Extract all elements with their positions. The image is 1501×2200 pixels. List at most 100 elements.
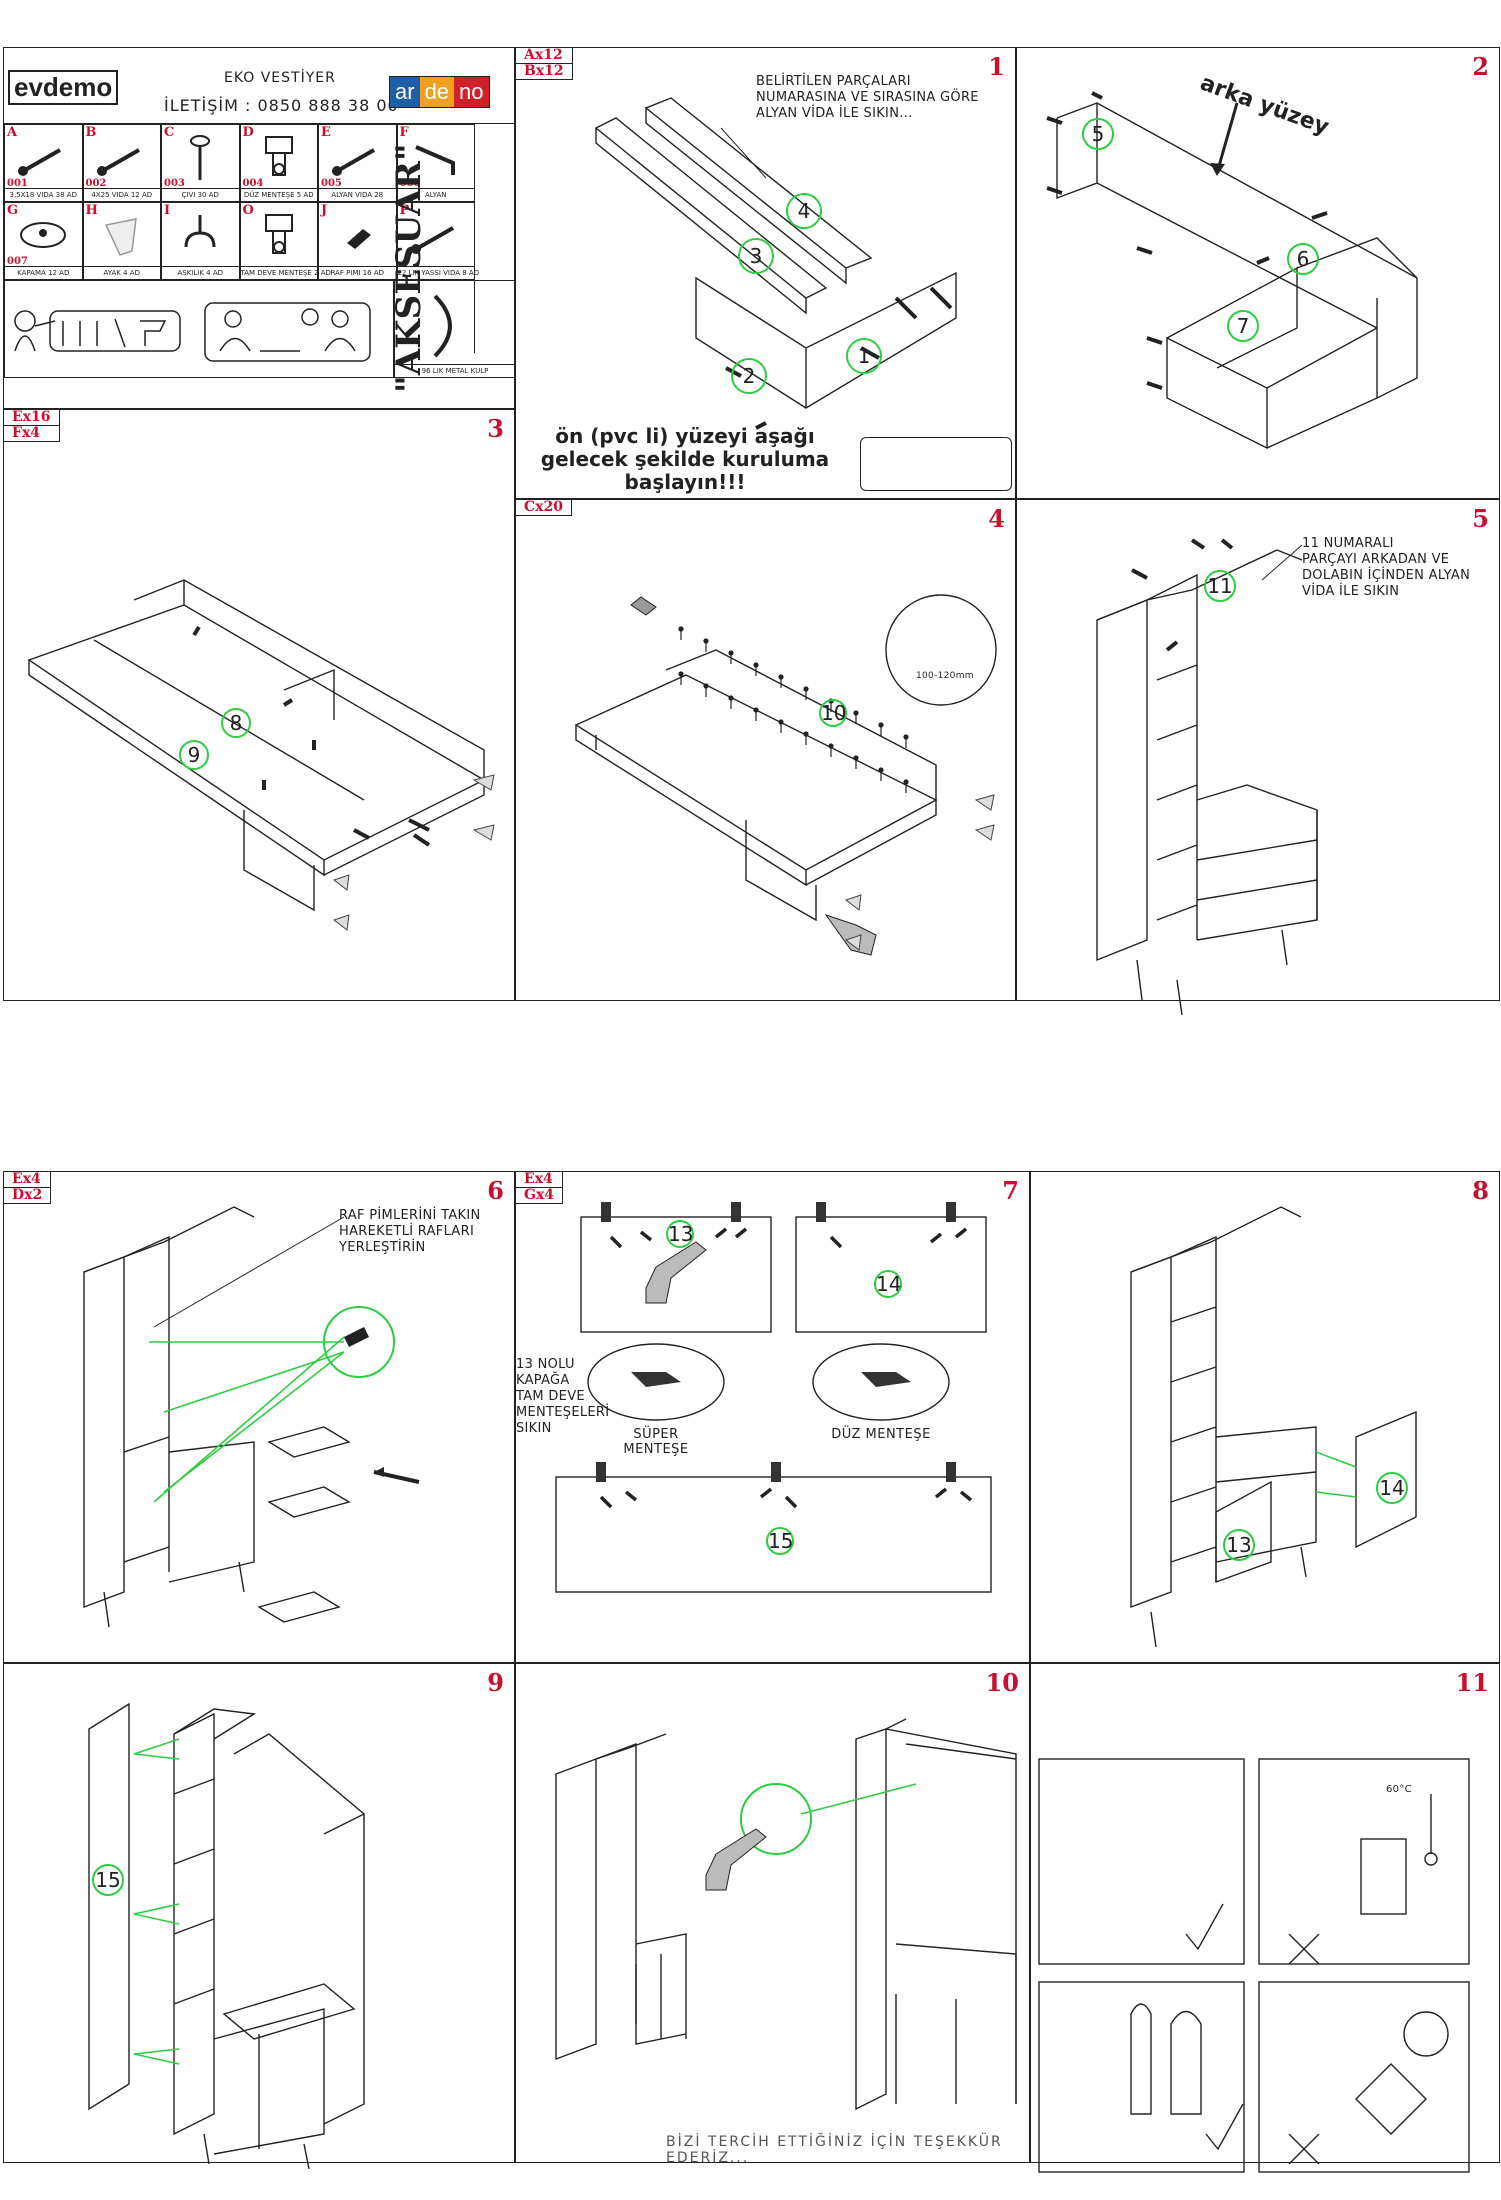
part-screw-icon (332, 148, 375, 176)
step-number: 1 (988, 52, 1005, 81)
step-9-drawing (88, 1702, 366, 2170)
part-name: ÇIVI 30 AD (162, 188, 239, 201)
part-cell-h: H AYAK 4 AD (82, 202, 161, 280)
step-number: 9 (487, 1668, 504, 1697)
part-name: RAF PIMI 16 AD (319, 266, 396, 279)
part-letter: D (242, 125, 254, 140)
part-code: 002 (85, 178, 107, 189)
part-screw-icon (410, 226, 454, 254)
part-name: ASKILIK 4 AD (162, 266, 239, 279)
part-number-8: 8 (221, 708, 251, 738)
step-number: 7 (1002, 1176, 1019, 1205)
brand-logo-evdemo: evdemo (8, 70, 119, 105)
step-4-measure: 100-120mm (916, 671, 974, 681)
step-number: 5 (1472, 504, 1489, 533)
product-name: EKO VESTİYER (224, 70, 336, 86)
part-screw-icon (18, 148, 61, 176)
part-number-4: 4 (786, 193, 822, 229)
brand-logo-ardeno: ar de no (389, 76, 490, 108)
part-number-7: 7 (1227, 310, 1259, 342)
quantity-label: Gx4 (516, 1187, 563, 1203)
quantity-label: Ex4 (12, 1171, 41, 1187)
part-name: KAPAMA 12 AD (5, 266, 82, 279)
part-cap-icon (20, 222, 66, 248)
step-panel-9: 9 15 (3, 1663, 515, 2170)
part-code: 003 (164, 178, 185, 189)
part-name: 3,5X18 VIDA 38 AD (5, 188, 82, 201)
handle-icon (433, 294, 452, 358)
part-letter: F (399, 125, 409, 140)
step-5-drawing (1096, 538, 1318, 1016)
part-number-10: 10 (819, 699, 847, 727)
step-panel-11: 11 60°C (1030, 1663, 1500, 2173)
step-4-drawing (574, 594, 997, 956)
part-hook-icon (184, 215, 216, 248)
quantity-box: Cx20 (516, 500, 572, 516)
step-6-drawing (83, 1206, 420, 1628)
step-6-note: RAF PİMLERİNİ TAKIN HAREKETLİ RAFLARI YE… (339, 1208, 481, 1255)
tools-illustration (14, 302, 371, 362)
part-code: 004 (242, 178, 264, 189)
logo-letters-no: no (454, 77, 489, 107)
part-screw-icon (96, 148, 140, 176)
part-number-14: 14 (874, 1270, 902, 1298)
part-foot-icon (104, 218, 137, 256)
part-name: ALYAN (397, 188, 474, 201)
quantity-label: Ex16 (12, 409, 51, 425)
thanks-message: BİZİ TERCİH ETTİĞİNİZ İÇİN TEŞEKKÜR EDER… (666, 2134, 1003, 2166)
part-number-6: 6 (1287, 243, 1319, 275)
step-1-note: BELİRTİLEN PARÇALARI NUMARASINA VE SIRAS… (756, 74, 979, 121)
quantity-label: Bx12 (516, 63, 572, 79)
part-number-15: 15 (92, 1864, 124, 1896)
logo-letters-de: de (419, 77, 455, 107)
part-number-3: 3 (738, 238, 774, 274)
step-number: 11 (1455, 1668, 1489, 1697)
part-cell-i: I ASKILIK 4 AD (161, 202, 240, 280)
quantity-label: Dx2 (4, 1187, 51, 1203)
part-number-2: 2 (731, 358, 767, 394)
step-3-drawing (27, 579, 495, 931)
step-11-drawing (1038, 1758, 1470, 2173)
quantity-label: Cx20 (524, 499, 563, 515)
step-number: 8 (1472, 1176, 1489, 1205)
part-letter: B (85, 125, 97, 140)
part-code: 007 (7, 256, 28, 267)
handle-cell: 96 LIK METAL KULP (394, 280, 516, 378)
part-letter: H (85, 203, 98, 218)
step-number: 4 (988, 504, 1005, 533)
step-number: 2 (1472, 52, 1489, 81)
part-code: 001 (7, 178, 28, 189)
part-name: 22 LIK YASSI VIDA 8 AD (397, 266, 479, 279)
step-8-drawing (1130, 1206, 1417, 1648)
part-number-15: 15 (766, 1527, 794, 1555)
part-hinge-icon (264, 214, 293, 254)
header-panel: evdemo EKO VESTİYER İLETİŞİM : 0850 888 … (3, 47, 516, 409)
part-letter: I (164, 203, 171, 218)
part-number-13: 13 (1223, 1529, 1255, 1561)
step-panel-3: 3Ex16Fx489ön (pvc li) yüzeyi aşağı gelec… (3, 409, 515, 1001)
part-letter: C (164, 125, 175, 140)
super-hinge-label: SÜPER MENTEŞE (623, 1427, 689, 1457)
step-2-drawing (1046, 91, 1418, 450)
temperature-label: 60°C (1386, 1784, 1412, 1795)
step-5-note: 11 NUMARALI PARÇAYI ARKADAN VE DOLABIN İ… (1302, 536, 1471, 599)
part-name: AYAK 4 AD (83, 266, 160, 279)
orientation-illustration (860, 437, 1012, 491)
step-10-drawing (555, 1718, 1017, 2111)
part-code: 006 (399, 178, 421, 189)
